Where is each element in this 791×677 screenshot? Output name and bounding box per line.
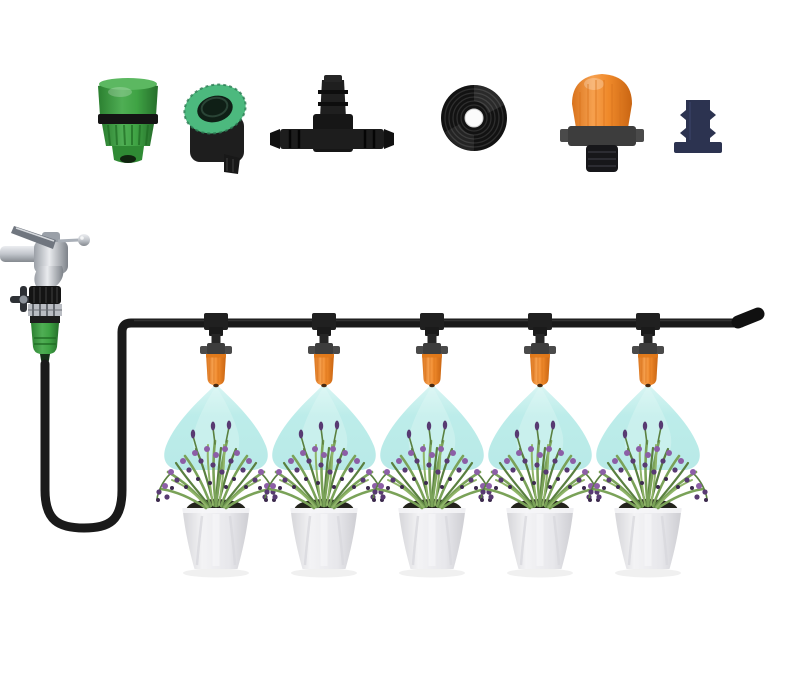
- supply-tube-and-line: [40, 318, 746, 533]
- component-faucet-adapter: [183, 83, 247, 174]
- component-misting-nozzle: [560, 74, 644, 172]
- garden-faucet: [0, 226, 90, 366]
- misting-sprayer-unit: [307, 312, 341, 388]
- component-tee-connector: [270, 75, 394, 152]
- misting-sprayer-unit: [199, 312, 233, 388]
- faucet-quick-connector: [28, 286, 62, 366]
- misting-sprayer-unit: [523, 312, 557, 388]
- component-tubing-coil: [441, 85, 507, 151]
- line-end-cap: [731, 307, 765, 329]
- component-quick-connector: [98, 78, 158, 163]
- misting-sprayer-unit: [415, 312, 449, 388]
- component-end-plug: [674, 100, 722, 153]
- misting-sprayer-unit: [631, 312, 665, 388]
